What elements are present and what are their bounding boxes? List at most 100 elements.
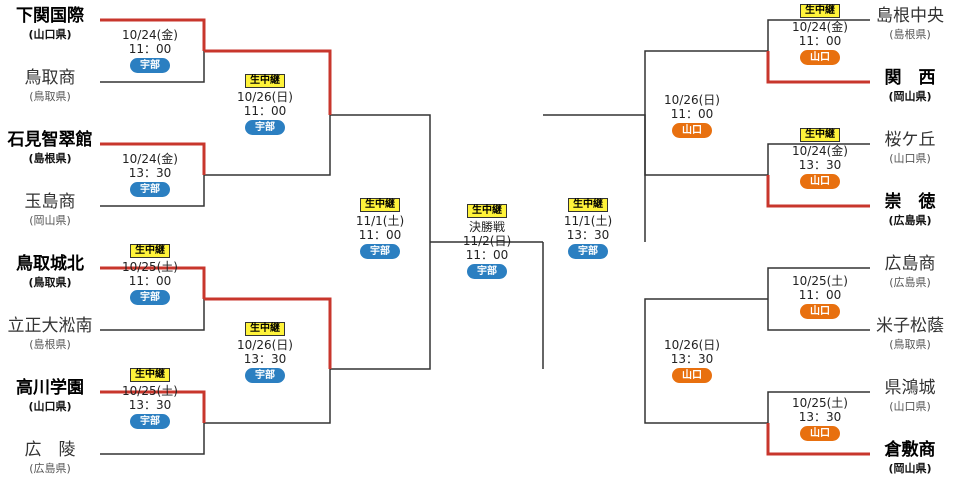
team-prefecture: (広島県) [29,462,71,476]
venue-badge: 宇部 [130,414,170,429]
bracket-line-left-r1 [100,423,205,455]
match-time: 11：00 [798,34,842,48]
match-time: 11：00 [465,248,509,262]
match-time: 11：00 [128,42,172,56]
team-entry: 関 西 (岡山県) [860,68,960,104]
team-entry: 石見智翠館(島根県) [0,130,100,166]
venue-badge: 宇部 [568,244,608,259]
match-date: 11/2(日) [462,234,512,248]
bracket-line-left-r3 [330,114,431,242]
bracket-line-left-r2 [204,115,331,176]
match-date: 10/26(日) [664,93,720,107]
match-date: 10/24(金) [792,20,848,34]
match-time: 11：00 [128,274,172,288]
live-broadcast-badge: 生中継 [130,244,170,258]
team-entry: 鳥取城北 (鳥取県) [0,254,100,290]
match-date: 10/24(金) [122,152,178,166]
team-name: 島根中央 [876,6,944,26]
team-name: 関 西 [884,68,936,88]
match-info-r1-4: 10/25(土)13：30 山口 [765,396,875,441]
team-entry: 米子松蔭 (鳥取県) [860,316,960,352]
bracket-line-right-r2 [644,298,768,369]
team-name: 高川学園 [16,378,84,398]
team-entry: 高川学園(山口県) [0,378,100,414]
venue-badge: 宇部 [245,368,285,383]
live-broadcast-badge: 生中継 [800,4,840,18]
live-broadcast-badge: 生中継 [130,368,170,382]
live-broadcast-badge: 生中継 [245,322,285,336]
team-entry: 鳥取商 (鳥取県) [0,68,100,104]
bracket-lines-winner [100,18,870,456]
team-prefecture: (鳥取県) [29,90,71,104]
team-name: 玉島商 [24,192,76,212]
team-entry: 崇 徳 (広島県) [860,192,960,228]
venue-badge: 宇部 [130,182,170,197]
match-date: 10/25(土) [122,384,178,398]
match-time: 11：00 [358,228,402,242]
bracket-line-right-r1 [767,19,870,51]
bracket-line-right-r1 [766,175,870,208]
team-prefecture: (鳥取県) [889,338,931,352]
venue-badge: 宇部 [467,264,507,279]
team-name: 鳥取商 [24,68,76,88]
team-prefecture: (鳥取県) [28,276,72,290]
team-entry: 島根中央(島根県) [860,6,960,42]
bracket-line-left-r1 [100,142,206,175]
team-name: 立正大淞南 [7,316,93,336]
bracket-line-left-r1 [100,18,206,51]
match-time: 11：00 [670,107,714,121]
live-broadcast-badge: 生中継 [360,198,400,212]
team-name: 広 陵 [24,440,76,460]
bracket-lines-normal [100,19,870,455]
team-prefecture: (広島県) [888,214,932,228]
team-entry: 桜ケ丘(山口県) [860,130,960,166]
bracket-line-left-r1 [100,390,206,423]
match-time: 11：00 [243,104,287,118]
team-prefecture: (岡山県) [888,462,932,476]
match-time: 13：30 [128,166,172,180]
match-date: 10/25(土) [792,396,848,410]
team-prefecture: (岡山県) [888,90,932,104]
team-entry: 広島商(広島県) [860,254,960,290]
team-name: 鳥取城北 [16,254,84,274]
team-entry: 倉敷商(岡山県) [860,440,960,476]
bracket-line-left-r1 [100,175,205,207]
venue-badge: 山口 [672,368,712,383]
team-prefecture: (山口県) [28,28,72,42]
bracket-line-left-r1 [100,51,205,83]
venue-badge: 山口 [800,174,840,189]
bracket-line-left-r2 [204,369,331,424]
bracket-line-right-r1 [767,267,870,299]
live-broadcast-badge: 生中継 [245,74,285,88]
match-time: 13：30 [798,158,842,172]
venue-badge: 山口 [800,426,840,441]
team-entry: 県鴻城(山口県) [860,378,960,414]
team-name: 下関国際 [16,6,84,26]
venue-badge: 宇部 [130,290,170,305]
team-entry: 玉島商(岡山県) [0,192,100,228]
match-time: 13：30 [243,352,287,366]
venue-badge: 宇部 [360,244,400,259]
team-name: 米子松蔭 [876,316,944,336]
team-name: 崇 徳 [884,192,936,212]
team-prefecture: (島根県) [29,338,71,352]
match-date: 10/26(日) [237,90,293,104]
bracket-line-right-r2 [644,369,768,424]
bracket-line-right-r1 [767,391,870,423]
bracket-line-right-r1 [767,299,870,331]
team-name: 桜ケ丘 [884,130,936,150]
match-date: 10/25(土) [792,274,848,288]
match-time: 13：30 [798,410,842,424]
bracket-line-left-r1 [100,266,206,299]
